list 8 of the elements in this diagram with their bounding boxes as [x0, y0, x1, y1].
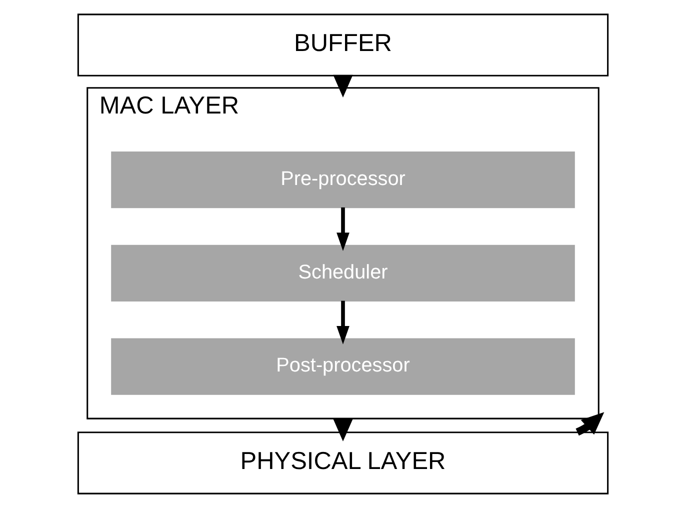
node-box: PHYSICAL LAYER	[76, 432, 608, 494]
arrow	[336, 300, 349, 344]
node-box: Post-processor	[110, 338, 574, 395]
node-box: Pre-processor	[110, 151, 574, 208]
arrow	[575, 412, 604, 436]
node-box: BUFFER	[76, 14, 608, 76]
arrow	[336, 207, 349, 252]
node-box: Scheduler	[110, 244, 574, 302]
